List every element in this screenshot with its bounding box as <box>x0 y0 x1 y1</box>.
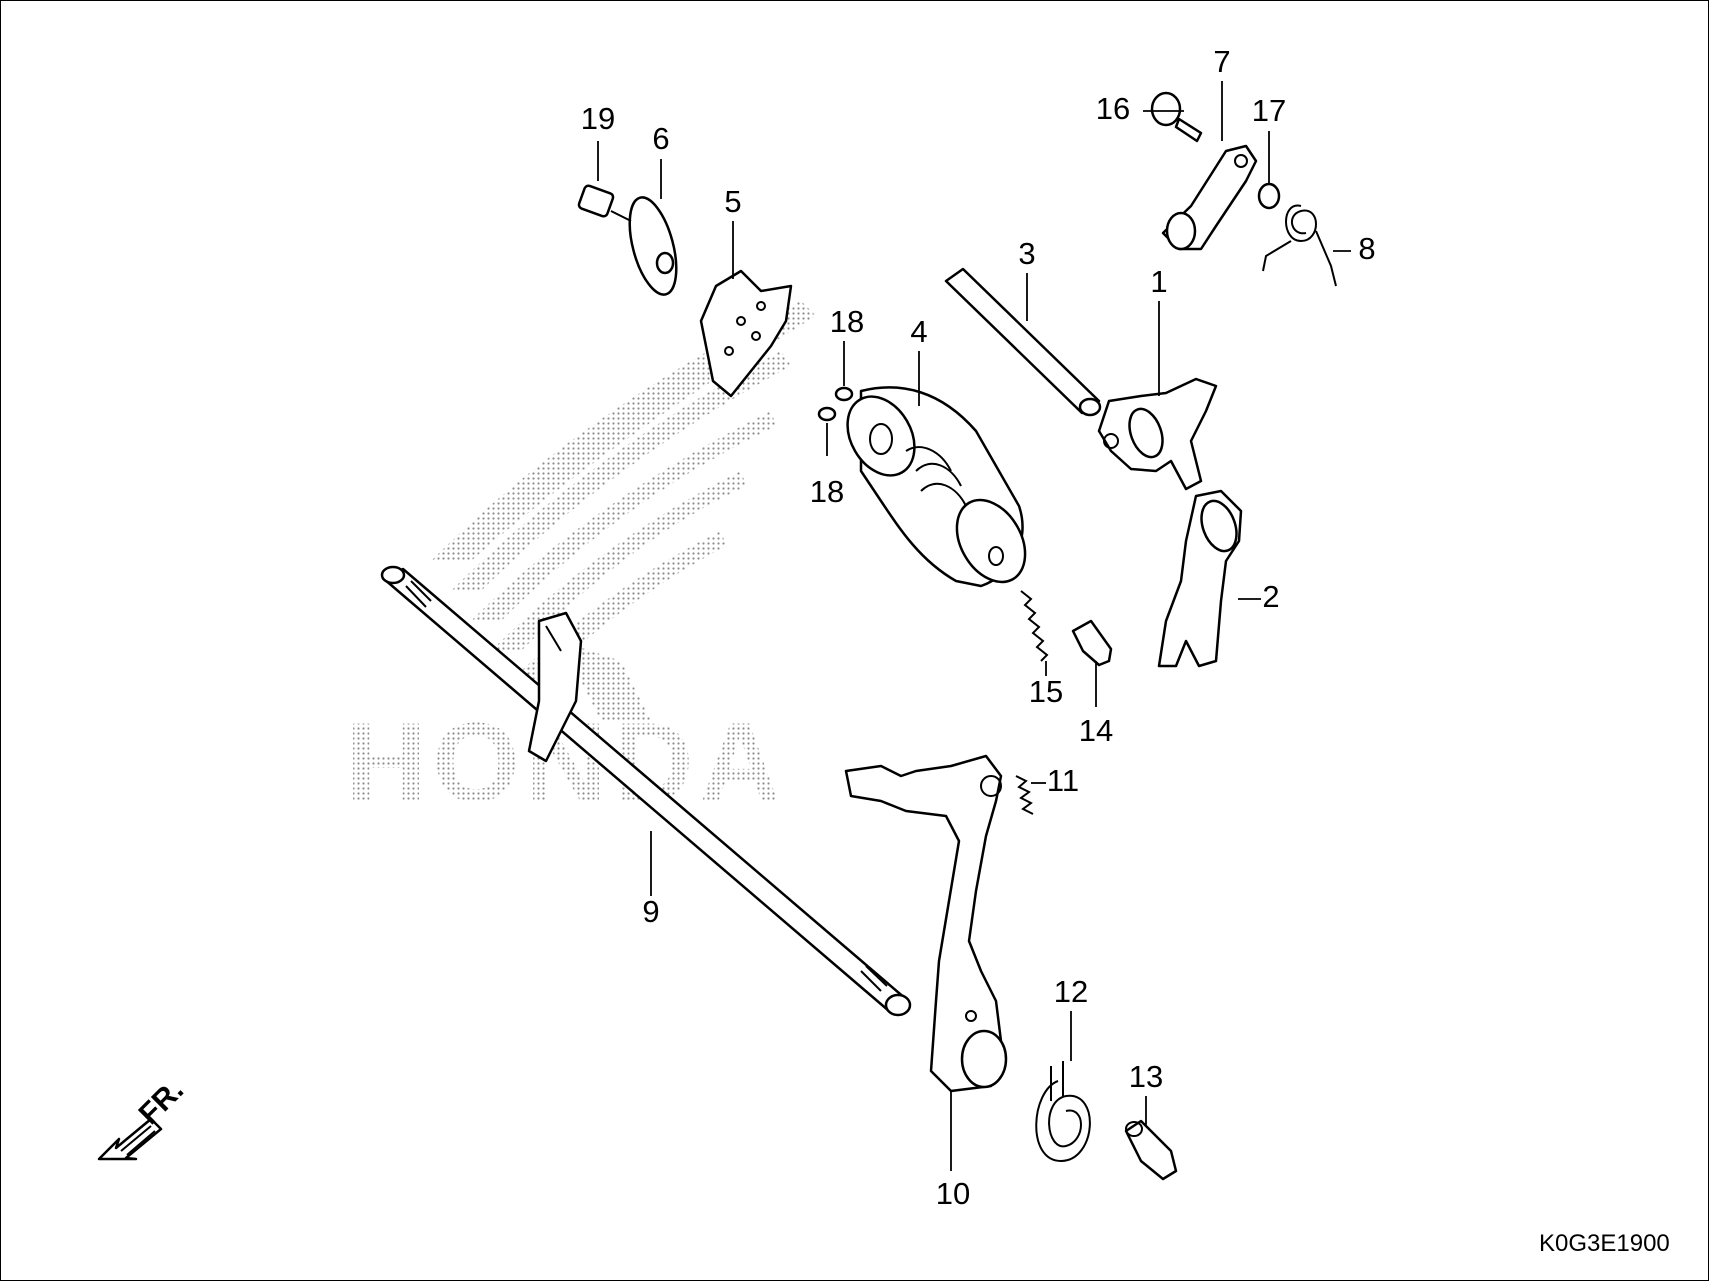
callout-3: 3 <box>1018 236 1035 271</box>
front-direction-label: FR. <box>133 1073 191 1131</box>
part-11-spring[interactable] <box>1015 775 1034 815</box>
part-16-bolt[interactable] <box>1150 91 1203 143</box>
leader-lines <box>597 81 1351 1171</box>
part-8-spring[interactable] <box>1262 204 1337 287</box>
part-5-stopper-plate[interactable] <box>699 269 793 398</box>
diagram-code: K0G3E1900 <box>1539 1230 1670 1257</box>
part-18-pin-lower[interactable] <box>817 406 837 422</box>
callout-6: 6 <box>652 121 669 156</box>
callout-18-upper: 18 <box>830 304 864 339</box>
part-1-shift-fork[interactable] <box>1097 377 1218 491</box>
callout-17: 17 <box>1252 93 1286 128</box>
part-7-stopper-arm[interactable] <box>1161 144 1258 251</box>
callout-15: 15 <box>1029 674 1063 709</box>
part-12-spring[interactable] <box>1035 1061 1091 1163</box>
callout-12: 12 <box>1054 974 1088 1009</box>
callout-5: 5 <box>724 184 741 219</box>
callout-8: 8 <box>1358 231 1375 266</box>
part-10-gearshift-arm[interactable] <box>844 754 1008 1093</box>
callout-16: 16 <box>1096 91 1130 126</box>
part-4-shift-drum[interactable] <box>834 385 1039 594</box>
part-19-bolt[interactable] <box>577 184 632 222</box>
callout-19: 19 <box>581 101 615 136</box>
part-13-pin-bolt[interactable] <box>1124 1119 1178 1181</box>
callout-13: 13 <box>1129 1059 1163 1094</box>
part-18-pin-upper[interactable] <box>834 386 854 402</box>
part-3-fork-shaft[interactable] <box>944 267 1102 417</box>
callout-9: 9 <box>642 894 659 929</box>
front-direction-arrow: FR. <box>97 1073 191 1161</box>
part-15-spring[interactable] <box>1020 590 1049 662</box>
callout-2: 2 <box>1262 579 1279 614</box>
callout-7: 7 <box>1213 44 1230 79</box>
callout-14: 14 <box>1079 713 1113 748</box>
callout-11: 11 <box>1047 763 1079 798</box>
callout-10: 10 <box>936 1176 970 1211</box>
part-2-shift-fork[interactable] <box>1157 489 1243 668</box>
callout-1: 1 <box>1150 264 1167 299</box>
part-14-plunger[interactable] <box>1071 619 1113 667</box>
part-9-gearshift-spindle[interactable] <box>380 565 912 1017</box>
callout-4: 4 <box>910 314 927 349</box>
part-6-washer[interactable] <box>621 193 686 300</box>
part-17-washer[interactable] <box>1257 182 1281 210</box>
callout-18-lower: 18 <box>810 474 844 509</box>
